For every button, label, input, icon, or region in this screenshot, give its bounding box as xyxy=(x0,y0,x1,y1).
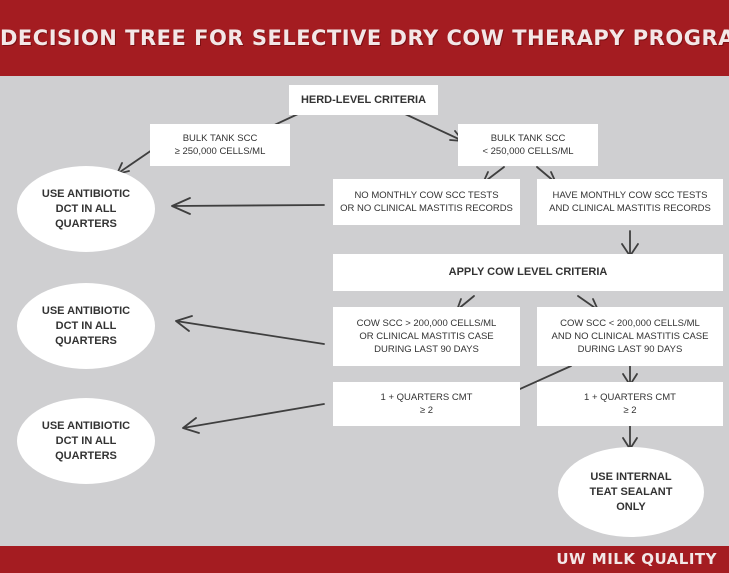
arrow-herd-to-bulk-low xyxy=(404,113,464,142)
bulk-tank-low-line-1: BULK TANK SCC xyxy=(490,133,566,144)
cow-scc-low-box: COW SCC < 200,000 CELLS/ML AND NO CLINIC… xyxy=(537,307,723,366)
use-antibiotic-oval-1: USE ANTIBIOTIC DCT IN ALL QUARTERS xyxy=(17,166,155,252)
have-monthly-records-box: HAVE MONTHLY COW SCC TESTS AND CLINICAL … xyxy=(537,179,723,225)
cow-low-line-2: AND NO CLINICAL MASTITIS CASE xyxy=(551,331,709,342)
antibiotic-3-line-2: DCT IN ALL xyxy=(55,434,117,447)
diagram-title: DECISION TREE FOR SELECTIVE DRY COW THER… xyxy=(0,26,729,50)
cmt-left-line-2: ≥ 2 xyxy=(419,405,434,416)
bulk-tank-low-line-2: < 250,000 CELLS/ML xyxy=(482,146,574,157)
bulk-tank-high-box: BULK TANK SCC ≥ 250,000 CELLS/ML xyxy=(150,124,290,166)
antibiotic-1-line-1: USE ANTIBIOTIC xyxy=(41,187,131,200)
cow-level-criteria-label: APPLY COW LEVEL CRITERIA xyxy=(448,266,608,278)
footer-brand: UW MILK QUALITY xyxy=(556,550,717,568)
cow-level-criteria-box: APPLY COW LEVEL CRITERIA xyxy=(333,254,723,291)
no-monthly-line-1: NO MONTHLY COW SCC TESTS xyxy=(354,190,499,201)
have-monthly-line-1: HAVE MONTHLY COW SCC TESTS xyxy=(552,190,708,201)
antibiotic-3-line-1: USE ANTIBIOTIC xyxy=(41,419,131,432)
arrow-have-monthly-to-cow-criteria xyxy=(621,230,639,257)
antibiotic-2-line-1: USE ANTIBIOTIC xyxy=(41,304,131,317)
cow-high-line-3: DURING LAST 90 DAYS xyxy=(374,344,479,355)
arrow-cmt-right-to-sealant xyxy=(622,425,638,450)
sealant-line-2: TEAT SEALANT xyxy=(589,485,673,498)
bulk-tank-high-line-1: BULK TANK SCC xyxy=(182,133,258,144)
herd-level-criteria-label: HERD-LEVEL CRITERIA xyxy=(300,93,427,106)
no-monthly-line-2: OR NO CLINICAL MASTITIS RECORDS xyxy=(340,203,513,214)
arrow-cmt-left-to-antibiotic xyxy=(182,403,325,434)
cow-low-line-3: DURING LAST 90 DAYS xyxy=(577,344,683,355)
sealant-line-3: ONLY xyxy=(616,500,646,513)
sealant-line-1: USE INTERNAL xyxy=(590,470,672,483)
arrow-no-monthly-to-antibiotic xyxy=(171,197,325,215)
have-monthly-line-2: AND CLINICAL MASTITIS RECORDS xyxy=(549,203,711,214)
antibiotic-1-line-2: DCT IN ALL xyxy=(55,202,117,215)
herd-level-criteria-box: HERD-LEVEL CRITERIA xyxy=(289,85,438,115)
use-antibiotic-oval-2: USE ANTIBIOTIC DCT IN ALL QUARTERS xyxy=(17,283,155,369)
antibiotic-3-line-3: QUARTERS xyxy=(55,449,117,462)
arrow-cow-high-to-antibiotic xyxy=(175,315,325,345)
cow-high-line-1: COW SCC > 200,000 CELLS/ML xyxy=(356,318,497,329)
antibiotic-1-line-3: QUARTERS xyxy=(55,217,117,230)
cmt-right-line-2: ≥ 2 xyxy=(623,405,637,416)
footer-bar: UW MILK QUALITY xyxy=(0,546,729,573)
bulk-tank-low-box: BULK TANK SCC < 250,000 CELLS/ML xyxy=(458,124,598,166)
bulk-tank-high-line-2: ≥ 250,000 CELLS/ML xyxy=(174,146,266,157)
cow-high-line-2: OR CLINICAL MASTITIS CASE xyxy=(359,331,494,342)
cow-scc-high-box: COW SCC > 200,000 CELLS/ML OR CLINICAL M… xyxy=(333,307,520,366)
cow-low-line-1: COW SCC < 200,000 CELLS/ML xyxy=(560,318,700,329)
antibiotic-2-line-2: DCT IN ALL xyxy=(55,319,117,332)
cmt-right-line-1: 1 + QUARTERS CMT xyxy=(584,392,676,403)
title-bar: DECISION TREE FOR SELECTIVE DRY COW THER… xyxy=(0,0,729,76)
teat-sealant-oval: USE INTERNAL TEAT SEALANT ONLY xyxy=(558,447,704,537)
antibiotic-2-line-3: QUARTERS xyxy=(55,334,117,347)
use-antibiotic-oval-3: USE ANTIBIOTIC DCT IN ALL QUARTERS xyxy=(17,398,155,484)
cmt-right-box: 1 + QUARTERS CMT ≥ 2 xyxy=(537,382,723,426)
arrow-bulk-high-to-antibiotic xyxy=(116,149,153,175)
cmt-left-box: 1 + QUARTERS CMT ≥ 2 xyxy=(333,382,520,426)
no-monthly-records-box: NO MONTHLY COW SCC TESTS OR NO CLINICAL … xyxy=(333,179,520,225)
cmt-left-line-1: 1 + QUARTERS CMT xyxy=(380,392,473,403)
